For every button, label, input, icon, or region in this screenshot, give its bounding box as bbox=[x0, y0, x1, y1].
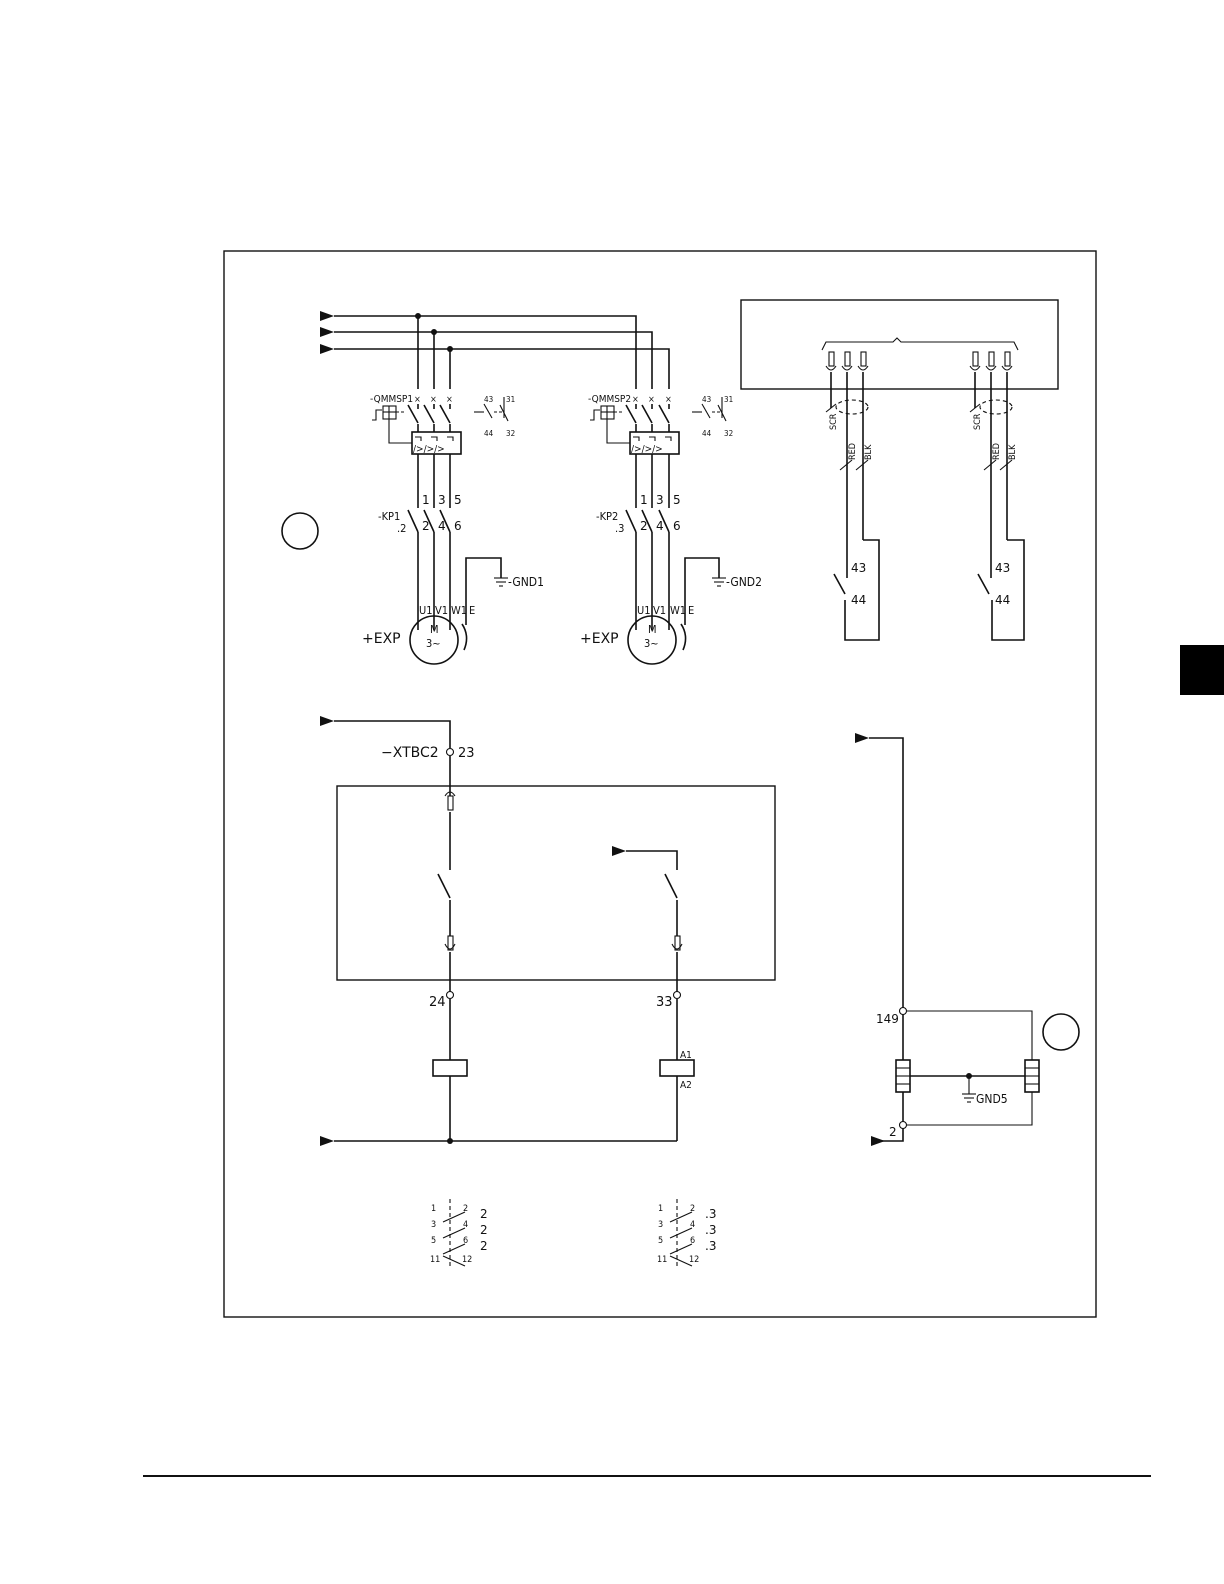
contactor-ref-2: .3 bbox=[615, 522, 624, 535]
control-circuit: −XTBC2 23 24 33 A1 A2 bbox=[320, 716, 775, 1146]
wire-blk-right: BLK bbox=[1008, 444, 1018, 460]
wire-blk-left: BLK bbox=[864, 444, 874, 460]
motor-circuit-1: -QMMSP1 ⨯ ⨯ ⨯ />/>/> 43 31 44 32 bbox=[362, 394, 544, 664]
ct2-ref-3: .3 bbox=[705, 1239, 716, 1253]
contact-44-left: 44 bbox=[851, 593, 866, 607]
aux-bottom-44-1: 44 bbox=[484, 429, 494, 438]
kp2-out-4: 4 bbox=[656, 519, 664, 533]
contact-43-left: 43 bbox=[851, 561, 866, 575]
breaker-label-2: -QMMSP2 bbox=[588, 394, 631, 405]
svg-text:/>/>/>: />/>/> bbox=[413, 444, 445, 455]
aux-top-31-2: 31 bbox=[724, 395, 733, 404]
ct2-3: 3 bbox=[658, 1220, 663, 1230]
ct1-ref-2: 2 bbox=[480, 1223, 488, 1237]
ct2-1: 1 bbox=[658, 1204, 663, 1214]
term-33: 33 bbox=[656, 995, 673, 1010]
ground-circuit: 149 GND5 2 bbox=[855, 733, 1079, 1146]
callout-circle-right bbox=[1043, 1014, 1079, 1050]
kp1-in-1: 1 bbox=[422, 493, 430, 507]
kp2-in-1: 1 bbox=[640, 493, 648, 507]
term-23: 23 bbox=[458, 746, 475, 761]
term-2: 2 bbox=[889, 1125, 897, 1139]
coil-right bbox=[660, 1060, 694, 1076]
supply-lines bbox=[320, 311, 669, 389]
svg-text:⨯: ⨯ bbox=[446, 395, 453, 405]
kp2-in-5: 5 bbox=[673, 493, 681, 507]
kp2-in-3: 3 bbox=[656, 493, 664, 507]
kp1-out-4: 4 bbox=[438, 519, 446, 533]
kp2-out-6: 6 bbox=[673, 519, 681, 533]
footer-rule bbox=[143, 1475, 1151, 1477]
wire-red-left: RED bbox=[848, 443, 858, 460]
aux-top-31-1: 31 bbox=[506, 395, 515, 404]
kp2-out-2: 2 bbox=[640, 519, 648, 533]
svg-text:⨯: ⨯ bbox=[632, 395, 639, 405]
ct1-ref-1: 2 bbox=[480, 1207, 488, 1221]
wire-scr-left: SCR bbox=[829, 413, 839, 430]
ct2-ref-1: .3 bbox=[705, 1207, 716, 1221]
motor1-term-e: E bbox=[469, 604, 475, 617]
svg-text:⨯: ⨯ bbox=[414, 395, 421, 405]
contact-43-right: 43 bbox=[995, 561, 1010, 575]
ground-label-2: -GND2 bbox=[726, 575, 762, 589]
motor1-phase: 3~ bbox=[426, 637, 441, 650]
aux-top-43-2: 43 bbox=[702, 395, 711, 404]
ct2-11: 11 bbox=[657, 1255, 667, 1265]
coil-a1: A1 bbox=[680, 1050, 692, 1061]
svg-text:⨯: ⨯ bbox=[665, 395, 672, 405]
aux-bottom-44-2: 44 bbox=[702, 429, 712, 438]
contact-table-1: 1 2 3 4 5 6 11 12 2 2 2 bbox=[430, 1199, 488, 1268]
motor1-term-w1: W1 bbox=[451, 604, 467, 617]
kp1-in-5: 5 bbox=[454, 493, 462, 507]
kp1-out-2: 2 bbox=[422, 519, 430, 533]
contact-table-2: 1 2 3 4 5 6 11 12 .3 .3 .3 bbox=[657, 1199, 716, 1268]
coil-left bbox=[433, 1060, 467, 1076]
svg-text:⨯: ⨯ bbox=[648, 395, 655, 405]
ct1-11: 11 bbox=[430, 1255, 440, 1265]
motor2-m: M bbox=[648, 623, 657, 636]
aux-top-43-1: 43 bbox=[484, 395, 493, 404]
cable-block: SCR RED BLK 43 44 SCR RED BLK bbox=[741, 300, 1058, 640]
motor1-term-v1: V1 bbox=[435, 604, 448, 617]
ground-label-1: -GND1 bbox=[508, 575, 544, 589]
contactor-ref-1: .2 bbox=[397, 522, 406, 535]
motor-location-1: +EXP bbox=[362, 631, 401, 647]
ct2-12: 12 bbox=[689, 1255, 699, 1265]
gnd5-label: GND5 bbox=[976, 1092, 1008, 1106]
wire-scr-right: SCR bbox=[973, 413, 983, 430]
section-tab-marker bbox=[1180, 645, 1224, 695]
ct1-1: 1 bbox=[431, 1204, 436, 1214]
ct2-ref-2: .3 bbox=[705, 1223, 716, 1237]
coil-a2: A2 bbox=[680, 1080, 692, 1091]
aux-bottom-32-2: 32 bbox=[724, 429, 733, 438]
kp1-in-3: 3 bbox=[438, 493, 446, 507]
motor2-term-u1: U1 bbox=[637, 604, 651, 617]
aux-bottom-32-1: 32 bbox=[506, 429, 515, 438]
svg-text:⨯: ⨯ bbox=[430, 395, 437, 405]
diagram-frame bbox=[224, 251, 1096, 1317]
motor-circuit-2: -QMMSP2 ⨯ ⨯ ⨯ />/>/> 43 31 44 32 1 bbox=[580, 394, 762, 664]
terminal-block-label: −XTBC2 bbox=[381, 745, 439, 761]
callout-circle-left bbox=[282, 513, 318, 549]
ct2-5: 5 bbox=[658, 1236, 663, 1246]
breaker-label-1: -QMMSP1 bbox=[370, 394, 413, 405]
motor2-term-e: E bbox=[688, 604, 694, 617]
ct1-12: 12 bbox=[462, 1255, 472, 1265]
term-24: 24 bbox=[429, 995, 446, 1010]
ct1-3: 3 bbox=[431, 1220, 436, 1230]
svg-text:/>/>/>: />/>/> bbox=[631, 444, 663, 455]
contact-44-right: 44 bbox=[995, 593, 1010, 607]
ct1-ref-3: 2 bbox=[480, 1239, 488, 1253]
ct1-5: 5 bbox=[431, 1236, 436, 1246]
motor1-term-u1: U1 bbox=[419, 604, 433, 617]
motor2-term-v1: V1 bbox=[653, 604, 666, 617]
term-149: 149 bbox=[876, 1012, 899, 1026]
motor1-m: M bbox=[430, 623, 439, 636]
wire-red-right: RED bbox=[992, 443, 1002, 460]
motor-location-2: +EXP bbox=[580, 631, 619, 647]
kp1-out-6: 6 bbox=[454, 519, 462, 533]
motor2-phase: 3~ bbox=[644, 637, 659, 650]
motor2-term-w1: W1 bbox=[670, 604, 686, 617]
